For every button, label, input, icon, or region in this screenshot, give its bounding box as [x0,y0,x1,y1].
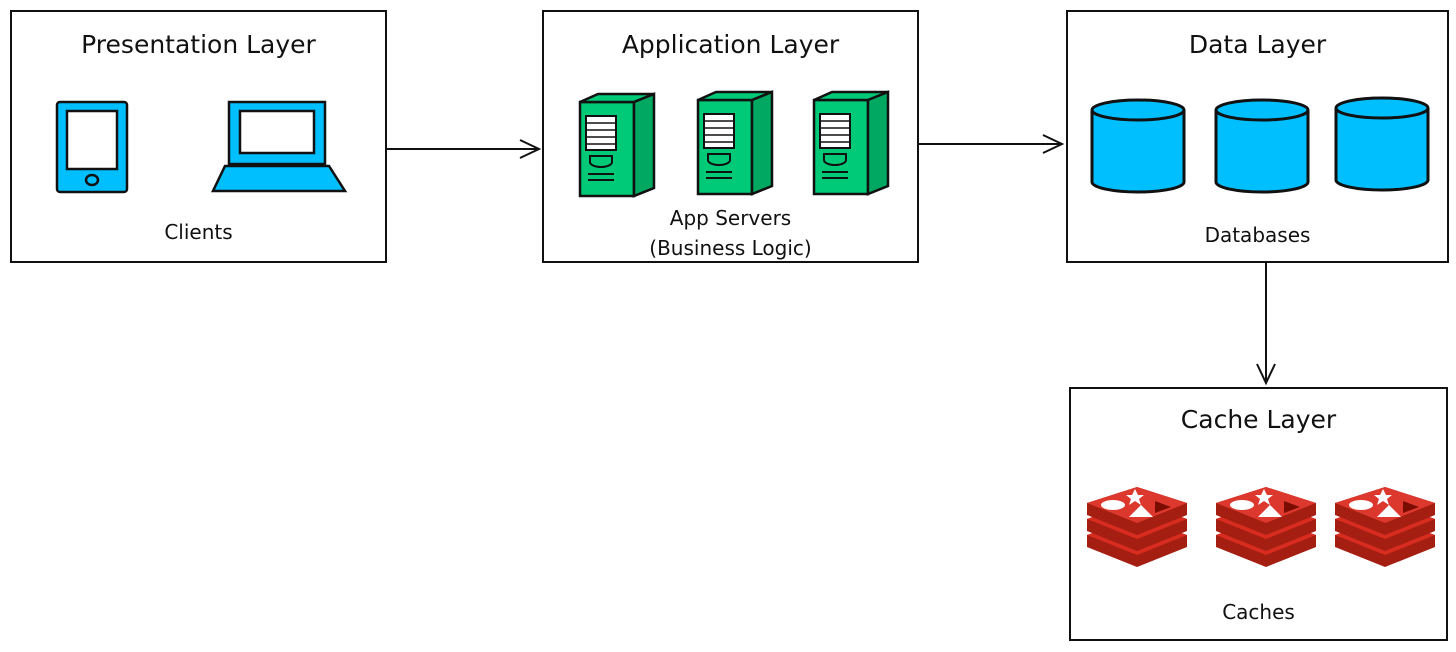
presentation-layer-caption: Clients [164,220,233,244]
redis-cache-icon [1087,487,1187,567]
server-icon [812,90,890,196]
tablet-icon [55,100,129,194]
data-layer-caption: Databases [1204,223,1311,247]
cache-layer-title: Cache Layer [1180,405,1337,434]
application-layer-caption-line2: (Business Logic) [649,236,812,260]
database-icon [1214,98,1310,194]
data-layer-box: Data Layer Databases [1066,10,1449,263]
cache-layer-box: Cache Layer Caches [1069,387,1448,641]
data-layer-title: Data Layer [1188,30,1327,59]
redis-cache-icon [1335,487,1435,567]
server-icon [696,90,774,196]
cache-layer-caption: Caches [1222,600,1295,624]
application-layer-box: Application Layer [542,10,919,263]
application-layer-caption-line1: App Servers [669,206,792,230]
presentation-layer-title: Presentation Layer [81,30,316,59]
application-layer-title: Application Layer [621,30,840,59]
database-icon [1334,96,1430,192]
redis-cache-icon [1216,487,1316,567]
database-icon [1090,98,1186,194]
server-icon [578,92,656,198]
laptop-icon [211,100,348,193]
presentation-layer-box: Presentation Layer Clients [10,10,387,263]
